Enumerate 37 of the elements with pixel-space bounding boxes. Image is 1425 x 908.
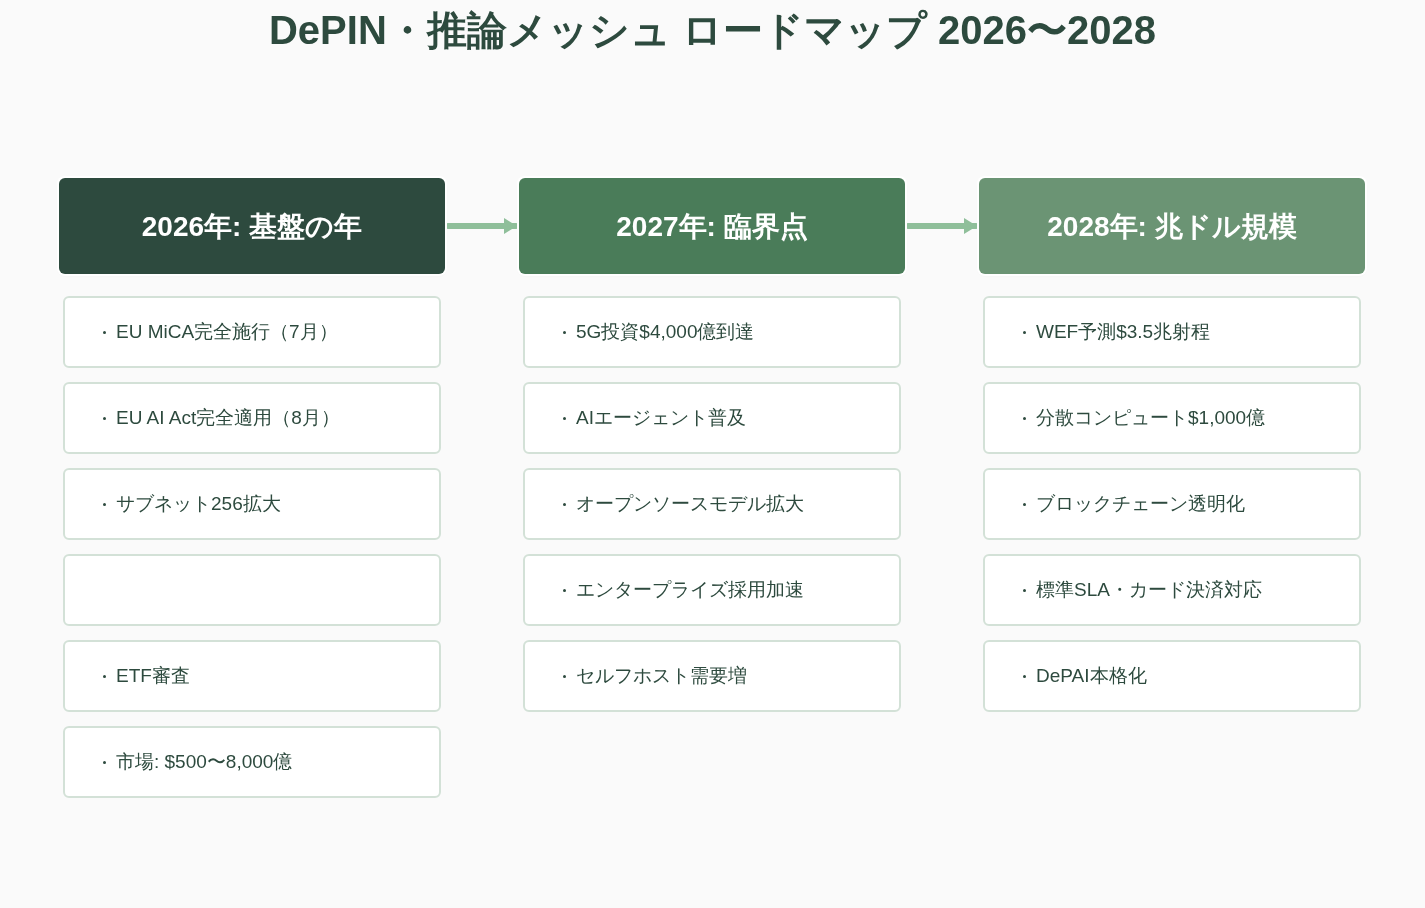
milestone-text: AIエージェント普及 — [576, 406, 746, 430]
milestone-card — [63, 382, 441, 454]
milestone-text: WEF予測$3.5兆射程 — [1036, 320, 1211, 344]
milestone-text: DePAI本格化 — [1036, 664, 1147, 688]
milestone-card — [983, 296, 1361, 368]
phase-header: 2028年: 兆ドル規模 — [979, 178, 1365, 274]
milestone-card — [63, 640, 441, 712]
arrow — [905, 218, 979, 234]
milestone-text: エンタープライズ採用加速 — [576, 578, 804, 602]
milestone-text: サブネット256拡大 — [116, 492, 281, 516]
milestone-text: ETF審査 — [116, 664, 190, 688]
milestone-text: 5G投資$4,000億到達 — [576, 320, 755, 344]
milestone-card — [63, 296, 441, 368]
milestone-text: 標準SLA・カード決済対応 — [1036, 578, 1262, 602]
milestone-card — [523, 382, 901, 454]
milestone-card — [63, 554, 441, 626]
milestone-text: ブロックチェーン透明化 — [1036, 492, 1245, 516]
milestone-card — [983, 640, 1361, 712]
milestone-card — [63, 726, 441, 798]
milestone-text: セルフホスト需要増 — [576, 664, 747, 688]
arrow — [445, 218, 519, 234]
milestone-text: オープンソースモデル拡大 — [576, 492, 804, 516]
title: DePIN・推論メッシュ ロードマップ 2026〜2028 — [269, 7, 1156, 54]
milestone-text: 市場: $500〜8,000億 — [116, 750, 293, 774]
milestone-card — [983, 468, 1361, 540]
milestone-text: EU AI Act完全適用（8月） — [116, 406, 340, 430]
milestone-card — [523, 468, 901, 540]
milestone-card — [523, 296, 901, 368]
milestone-text: 分散コンピュート$1,000億 — [1036, 406, 1266, 430]
phase-header: 2026年: 基盤の年 — [59, 178, 445, 274]
milestone-card — [523, 554, 901, 626]
milestone-text: EU MiCA完全施行（7月） — [116, 320, 338, 344]
milestone-card — [523, 640, 901, 712]
milestone-card — [983, 554, 1361, 626]
milestone-card — [63, 468, 441, 540]
milestone-card — [983, 382, 1361, 454]
phase-header: 2027年: 臨界点 — [519, 178, 905, 274]
